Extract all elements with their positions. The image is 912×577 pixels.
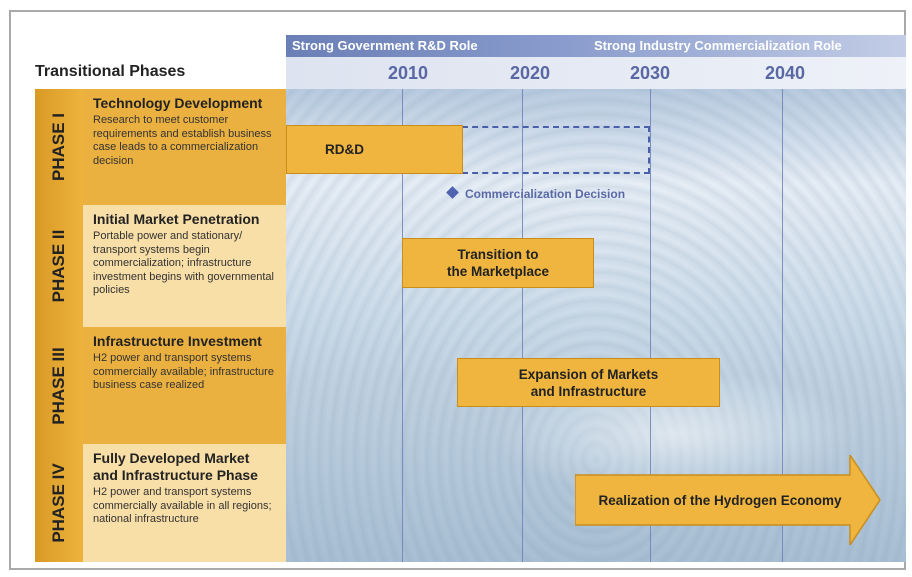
year-label-2030: 2030	[629, 63, 671, 83]
year-label-2040: 2040	[764, 63, 806, 83]
phase-tab-2: PHASE II	[35, 205, 83, 327]
realization-arrow-label: Realization of the Hydrogen Economy	[598, 492, 842, 508]
phase-desc-1: Research to meet customer requirements a…	[93, 114, 272, 167]
gridline-2010	[402, 89, 403, 562]
rdd-bar: RD&D	[286, 125, 463, 174]
commercialization-decision-label: Commercialization Decision	[465, 187, 626, 201]
realization-arrow: Realization of the Hydrogen Economy	[574, 452, 885, 548]
phase-row-4: PHASE IV Fully Developed Market and Infr…	[35, 444, 286, 562]
transition-bar-label-1: Transition to	[457, 247, 539, 262]
role-bar	[286, 35, 906, 57]
phase-body-4: Fully Developed Market and Infrastructur…	[83, 444, 286, 562]
phase-title-1: Technology Development	[93, 95, 263, 111]
expansion-bar-label-1: Expansion of Markets	[518, 366, 659, 382]
phase-title-3: Infrastructure Investment	[93, 333, 262, 349]
phase-tab-1: PHASE I	[35, 89, 83, 205]
arrow-shape-icon	[574, 452, 881, 548]
gridline-2020	[522, 89, 523, 562]
phase-desc-4: H2 power and transport systems commercia…	[93, 486, 272, 525]
gridline-2030	[650, 89, 651, 562]
phase-body-3: Infrastructure Investment H2 power and t…	[83, 327, 286, 444]
phase-tab-label-1: PHASE I	[49, 112, 68, 182]
phase-tab-3: PHASE III	[35, 327, 83, 444]
expansion-bar-label-2: and Infrastructure	[530, 383, 647, 399]
phase-row-1: PHASE I Technology Development Research …	[35, 89, 286, 205]
phase-tab-4: PHASE IV	[35, 444, 83, 562]
transition-bar-label-2: the Marketplace	[446, 264, 550, 279]
phase-row-2: PHASE II Initial Market Penetration Port…	[35, 205, 286, 327]
year-label-2010: 2010	[387, 63, 429, 83]
government-role-label: Strong Government R&D Role	[292, 38, 478, 53]
phase-desc-3: H2 power and transport systems commercia…	[93, 352, 274, 391]
phase-desc-2: Portable power and stationary/ transport…	[93, 230, 274, 296]
phase-row-3: PHASE III Infrastructure Investment H2 p…	[35, 327, 286, 444]
phase-body-2: Initial Market Penetration Portable powe…	[83, 205, 286, 327]
phase-title-2: Initial Market Penetration	[93, 211, 260, 227]
expansion-bar: Expansion of Markets and Infrastructure	[457, 358, 720, 407]
rdd-extension-dashed-box	[462, 126, 650, 174]
phase-tab-label-2: PHASE II	[49, 229, 68, 303]
year-band	[286, 57, 906, 89]
industry-role-label: Strong Industry Commercialization Role	[594, 38, 842, 53]
diagram-title: Transitional Phases	[35, 63, 186, 80]
phase-body-1: Technology Development Research to meet …	[83, 89, 286, 205]
gridline-2040	[782, 89, 783, 562]
phase-tab-label-4: PHASE IV	[49, 463, 68, 543]
rdd-bar-label: RD&D	[325, 142, 364, 157]
transition-bar: Transition to the Marketplace	[402, 238, 594, 288]
phase-title-4: Fully Developed Market and Infrastructur…	[93, 450, 258, 483]
year-label-2020: 2020	[509, 63, 551, 83]
phase-tab-label-3: PHASE III	[49, 346, 68, 425]
